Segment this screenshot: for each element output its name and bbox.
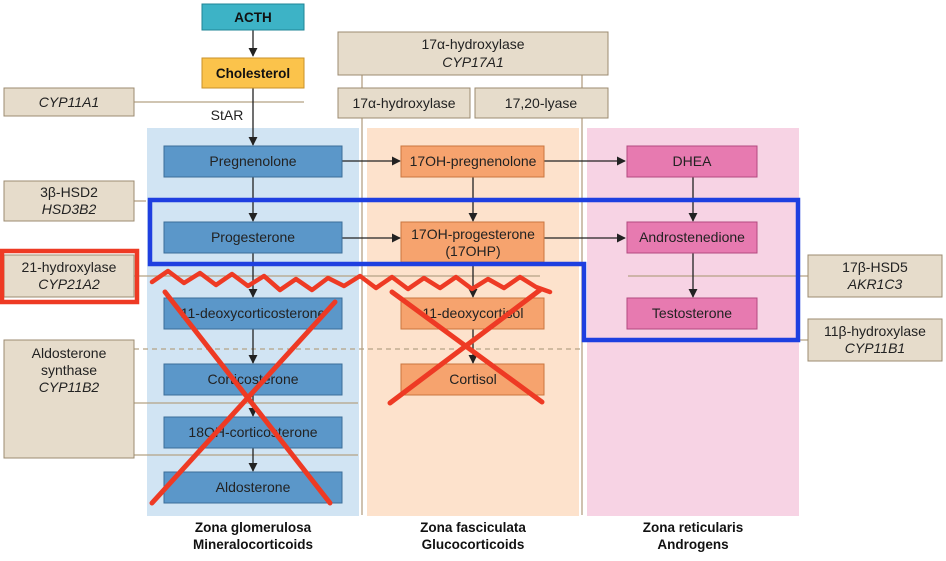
- enzyme-1720-lyase: 17,20-lyase: [474, 87, 609, 119]
- enzyme-cyp21a2: 21-hydroxylase CYP21A2: [3, 254, 135, 298]
- cyp21a2-gene: CYP21A2: [38, 276, 100, 292]
- cyp17a1-gene: CYP17A1: [442, 54, 503, 70]
- node-androstenedione: Androstenedione: [626, 221, 758, 254]
- dhea-label: DHEA: [673, 153, 713, 169]
- enzyme-hsd3b2: 3β-HSD2 HSD3B2: [3, 180, 135, 222]
- cholesterol-box: Cholesterol: [201, 57, 305, 89]
- node-pregnenolone: Pregnenolone: [163, 145, 343, 178]
- deoxycorticosterone-label: 11-deoxycorticosterone: [181, 305, 326, 321]
- node-progesterone: Progesterone: [163, 221, 343, 254]
- mineralocorticoid-cross: [149, 289, 338, 506]
- enzyme-block-zigzag: [149, 268, 553, 295]
- node-18oh-corticosterone: 18OH-corticosterone: [163, 416, 343, 449]
- acth-label: ACTH: [234, 10, 272, 25]
- cyp11b2-name-line2: synthase: [41, 362, 97, 378]
- zone-reticularis-line1: Zona reticularis: [643, 520, 744, 535]
- star-label: StAR: [211, 107, 244, 123]
- hsd3b2-name: 3β-HSD2: [40, 184, 98, 200]
- zone-glomerulosa-line1: Zona glomerulosa: [195, 520, 312, 535]
- acth-box: ACTH: [201, 3, 305, 31]
- enzyme-cyp11b2: Aldosterone synthase CYP11B2: [3, 339, 135, 459]
- cyp17a1-name: 17α-hydroxylase: [421, 36, 524, 52]
- aldosterone-label: Aldosterone: [216, 479, 291, 495]
- enzyme-cyp11a1: CYP11A1: [3, 87, 135, 117]
- 1720-lyase-label: 17,20-lyase: [505, 95, 578, 111]
- enzyme-17a-hydroxylase: 17α-hydroxylase: [337, 87, 471, 119]
- corticosterone-label: Corticosterone: [207, 371, 298, 387]
- pregnenolone-label: Pregnenolone: [209, 153, 296, 169]
- node-testosterone: Testosterone: [626, 297, 758, 330]
- cyp11a1-gene: CYP11A1: [39, 94, 99, 110]
- hsd3b2-gene: HSD3B2: [42, 201, 97, 217]
- zone-labels: Zona glomerulosa Mineralocorticoids Zona…: [193, 520, 743, 552]
- 17oh-pregnenolone-label: 17OH-pregnenolone: [410, 153, 537, 169]
- node-17oh-pregnenolone: 17OH-pregnenolone: [400, 145, 545, 178]
- glucocorticoid-cross: [387, 287, 545, 406]
- testosterone-label: Testosterone: [652, 305, 732, 321]
- cholesterol-label: Cholesterol: [216, 66, 290, 81]
- 17oh-progesterone-line2: (17OHP): [445, 243, 500, 259]
- zone-fasciculata-line1: Zona fasciculata: [420, 520, 526, 535]
- 17a-hydroxylase-label: 17α-hydroxylase: [352, 95, 455, 111]
- node-dhea: DHEA: [626, 145, 758, 178]
- cortisol-label: Cortisol: [449, 371, 496, 387]
- cyp11b2-gene: CYP11B2: [39, 379, 100, 395]
- zone-glomerulosa-line2: Mineralocorticoids: [193, 537, 313, 552]
- cyp11b1-name: 11β-hydroxylase: [824, 323, 926, 339]
- zone-reticularis-line2: Androgens: [657, 537, 728, 552]
- androgen-pathway-highlight: [147, 197, 801, 343]
- enzyme-hsd17b5: 17β-HSD5 AKR1C3: [807, 254, 943, 298]
- androstenedione-label: Androstenedione: [639, 229, 745, 245]
- 17oh-progesterone-line1: 17OH-progesterone: [411, 226, 535, 242]
- cyp11b2-name-line1: Aldosterone: [32, 345, 107, 361]
- hsd17b5-gene: AKR1C3: [847, 276, 903, 292]
- cyp21a2-name: 21-hydroxylase: [22, 259, 117, 275]
- 18oh-corticosterone-label: 18OH-corticosterone: [188, 424, 317, 440]
- 11-deoxycortisol-label: 11-deoxycortisol: [423, 305, 524, 321]
- node-11-deoxycortisol: 11-deoxycortisol: [400, 297, 545, 330]
- node-17oh-progesterone: 17OH-progesterone (17OHP): [400, 221, 545, 263]
- enzyme-cyp11b1: 11β-hydroxylase CYP11B1: [807, 318, 943, 362]
- zone-fasciculata-line2: Glucocorticoids: [422, 537, 525, 552]
- cyp11b1-gene: CYP11B1: [845, 340, 905, 356]
- cyp21a2-highlight-box: [0, 248, 140, 305]
- enzyme-cyp17a1: 17α-hydroxylase CYP17A1: [337, 31, 609, 76]
- hsd17b5-name: 17β-HSD5: [842, 259, 908, 275]
- progesterone-label: Progesterone: [211, 229, 295, 245]
